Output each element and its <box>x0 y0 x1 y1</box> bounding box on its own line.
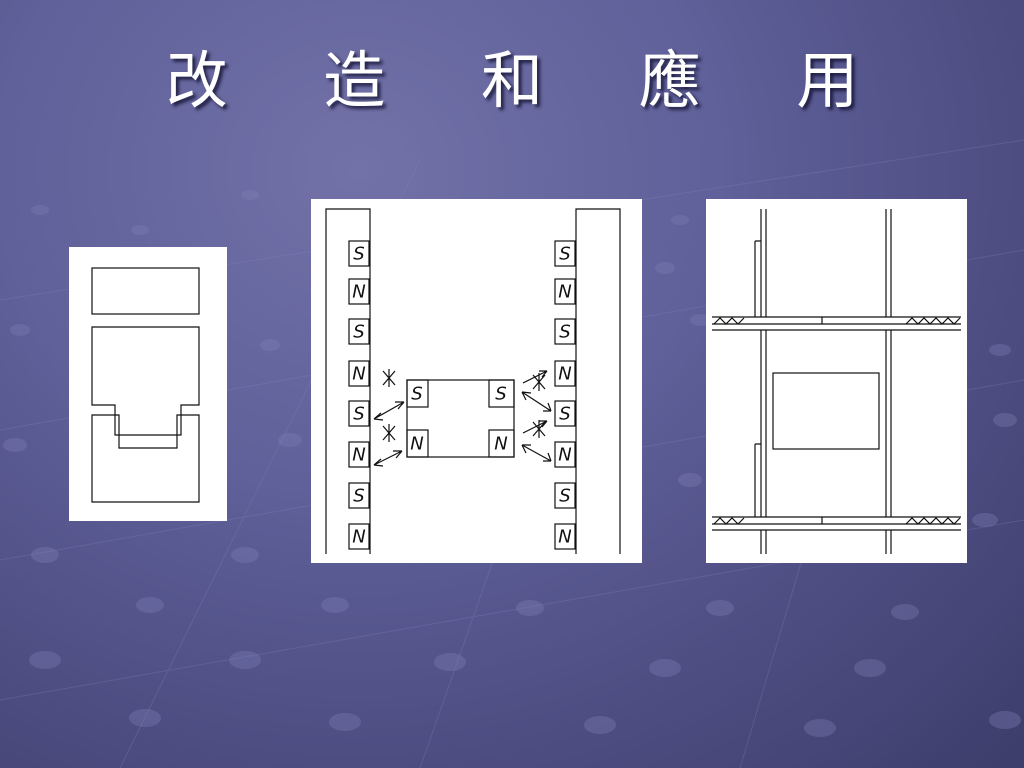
left-magnet-labels: S N S N S N S N <box>352 244 365 548</box>
left-magnet-1 <box>348 240 370 267</box>
maglev-diagram-panel: S N S N S N S N S N S N S N S N S S N N <box>311 199 642 563</box>
right-magnet-labels: S N S N S N S N <box>558 244 571 548</box>
upper-beam <box>712 316 961 331</box>
force-arrow-left-2 <box>373 450 403 467</box>
force-arrow-left-1 <box>373 401 405 421</box>
bottom-block <box>91 414 200 503</box>
right-magnet-3 <box>554 318 576 345</box>
vehicle-magnet-bottom-right <box>488 429 515 458</box>
left-magnet-label-8: N <box>352 527 365 548</box>
right-magnet-label-4: N <box>558 364 571 385</box>
right-guide-rail <box>885 209 892 554</box>
left-guide-rail-middle <box>760 330 767 517</box>
repel-star-right-2 <box>532 420 546 438</box>
vehicle-label-top-right: S <box>495 384 506 405</box>
lower-beam <box>712 516 961 531</box>
left-magnet-label-7: S <box>353 486 364 507</box>
left-magnet-4 <box>348 360 370 387</box>
vehicle-label-bottom-right: N <box>494 434 507 455</box>
left-magnet-7 <box>348 482 370 509</box>
force-arrow-right-4 <box>522 420 548 434</box>
lower-beam-left-hatch <box>713 517 745 525</box>
left-rail <box>325 208 371 554</box>
block-diagram-panel <box>69 247 227 521</box>
left-guide-rail-lower <box>760 530 767 554</box>
lower-beam-right-hatch <box>905 517 961 525</box>
right-magnet-label-2: N <box>558 282 571 303</box>
left-magnet-label-6: N <box>352 445 365 466</box>
vehicle-label-top-left: S <box>411 384 422 405</box>
maglev-diagram: S N S N S N S N S N S N S N S N S S N N <box>325 208 621 554</box>
right-rail <box>575 208 621 554</box>
vehicle-body <box>406 379 515 458</box>
left-magnet-label-4: N <box>352 364 365 385</box>
top-block <box>91 267 200 315</box>
right-magnet-label-8: N <box>558 527 571 548</box>
repel-star-left-2 <box>382 424 396 442</box>
upper-beam-left-hatch <box>713 317 745 325</box>
force-arrow-right-1 <box>521 391 552 412</box>
right-magnet-4 <box>554 360 576 387</box>
right-magnet-label-1: S <box>559 244 570 265</box>
left-magnet-label-1: S <box>353 244 364 265</box>
vehicle-magnet-top-right <box>488 379 515 408</box>
vehicle-magnet-top-left <box>406 379 429 408</box>
right-magnet-2 <box>554 278 576 305</box>
left-guide-rail-upper <box>755 209 767 317</box>
right-magnet-label-7: S <box>559 486 570 507</box>
right-magnet-6 <box>554 441 576 468</box>
left-magnet-5 <box>348 400 370 427</box>
middle-block <box>91 326 200 436</box>
guide-rail-panel <box>706 199 967 563</box>
left-magnet-6 <box>348 441 370 468</box>
left-magnet-3 <box>348 318 370 345</box>
left-magnet-8 <box>348 523 370 550</box>
block-diagram <box>91 267 200 503</box>
left-magnet-2 <box>348 278 370 305</box>
left-magnet-label-2: N <box>352 282 365 303</box>
car-body <box>772 372 880 450</box>
left-magnet-label-3: S <box>353 322 364 343</box>
force-arrow-right-2 <box>521 444 552 462</box>
right-magnet-7 <box>554 482 576 509</box>
force-arrow-right-3 <box>522 370 548 384</box>
vehicle-magnet-labels: S S N N <box>410 384 507 455</box>
vehicle-label-bottom-left: N <box>410 434 423 455</box>
upper-beam-right-hatch <box>905 317 961 325</box>
right-magnet-label-3: S <box>559 322 570 343</box>
right-magnet-label-6: N <box>558 445 571 466</box>
right-magnet-label-5: S <box>559 404 570 425</box>
right-magnet-8 <box>554 523 576 550</box>
vehicle-magnet-bottom-left <box>406 429 429 458</box>
slide-title: 改 造 和 應 用 <box>165 44 897 117</box>
right-magnet-5 <box>554 400 576 427</box>
guide-rail-diagram <box>712 209 961 554</box>
left-guide-rail-step <box>754 443 761 517</box>
left-magnet-label-5: S <box>353 404 364 425</box>
repel-star-left-1 <box>382 369 396 387</box>
right-magnet-1 <box>554 240 576 267</box>
